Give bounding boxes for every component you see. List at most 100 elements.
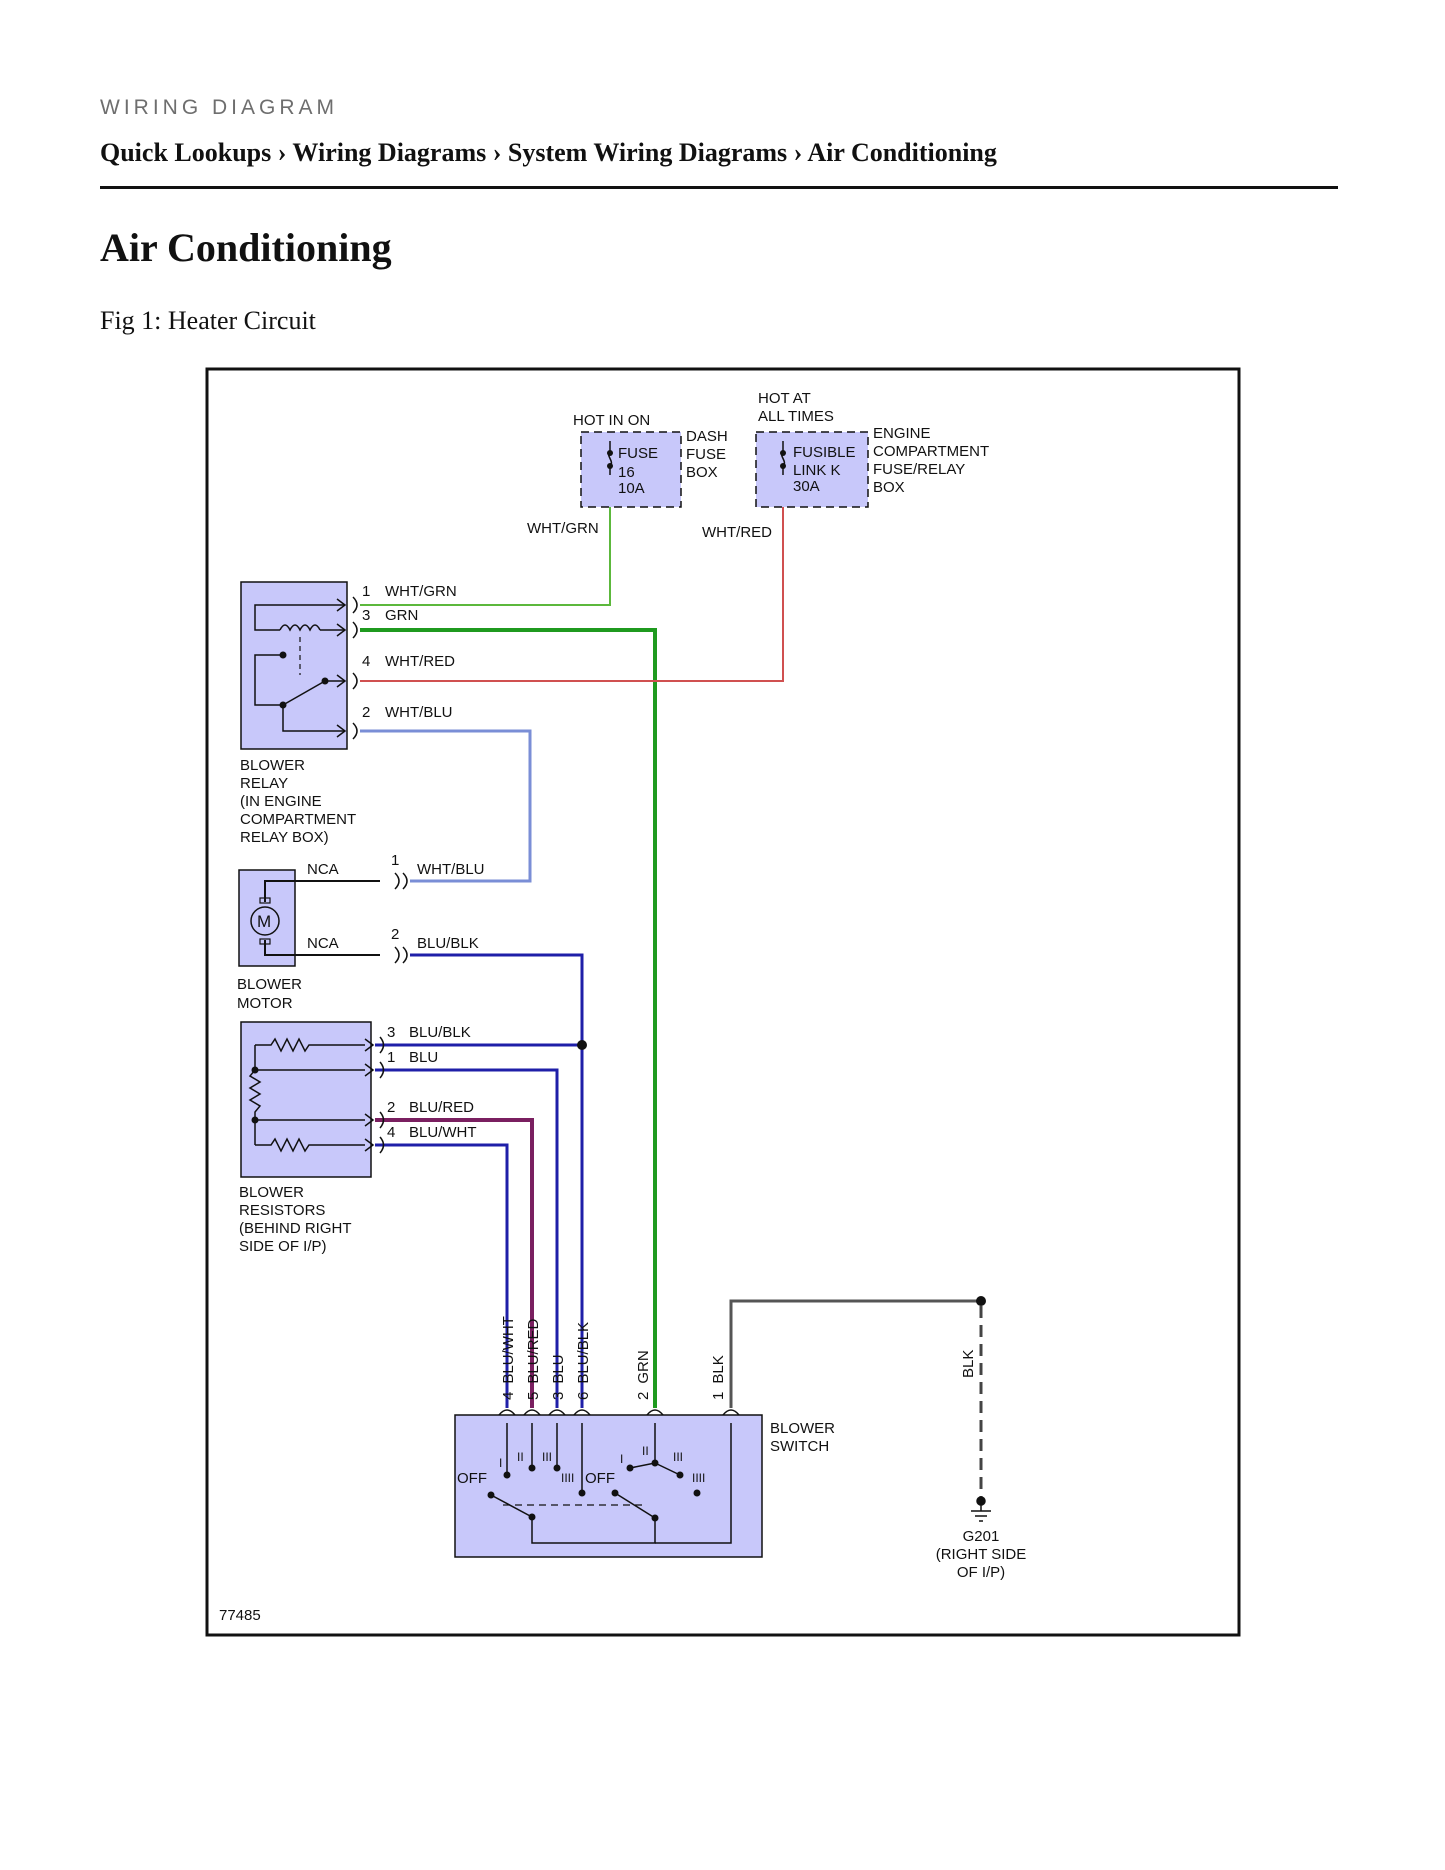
resistor-wire-label: BLU/BLK — [409, 1024, 471, 1041]
motor-brush — [259, 897, 271, 904]
wire-blk — [729, 1299, 981, 1408]
ground-wire-label: BLK — [960, 1350, 977, 1378]
engine-fuse-relay-box — [755, 431, 869, 508]
fusible-link-terminal — [780, 463, 786, 469]
hot-in-on-label: HOT IN ON — [573, 412, 650, 429]
relay-pin-label: 1 — [362, 583, 370, 600]
switch-wire-label: 4BLU/WHT — [500, 1316, 517, 1400]
relay-wire-label: WHT/RED — [385, 653, 455, 670]
ground-symbol — [971, 1496, 991, 1522]
resistor-pin-label: 3 — [387, 1024, 395, 1041]
relay-wire-label: WHT/GRN — [385, 583, 457, 600]
wire-label-wht-grn: WHT/GRN — [527, 520, 599, 537]
relay-contact — [279, 651, 287, 659]
blower-motor — [238, 869, 296, 967]
relay-pin2-lead — [282, 705, 345, 732]
blower-resistors — [240, 1021, 372, 1178]
relay-pin-label: 4 — [362, 653, 370, 670]
motor-lead — [264, 880, 380, 902]
wire-wht-grn — [360, 507, 611, 606]
switch-position-label: I — [620, 1452, 623, 1466]
resistor-wire-label: BLU — [409, 1049, 438, 1066]
switch-position-label: II — [642, 1444, 649, 1458]
motor-symbol — [250, 906, 280, 936]
resistor-network — [248, 1037, 365, 1153]
motor-lead — [264, 940, 380, 956]
wire-wht-red — [360, 507, 784, 682]
motor-wire-label: BLU/BLK — [417, 935, 479, 952]
switch-position-label: IIII — [692, 1471, 705, 1485]
splice-blk — [976, 1296, 986, 1306]
wire-wht-blu — [360, 729, 532, 883]
relay-switch-arm — [282, 680, 326, 706]
motor-nca-label: NCA — [307, 935, 339, 952]
fusible-link-terminal — [780, 450, 786, 456]
switch-wire-label: 6BLU/BLK — [575, 1322, 592, 1400]
switch-wire-label: 2GRN — [635, 1350, 652, 1400]
figure-number: 77485 — [219, 1607, 261, 1624]
relay-coil — [279, 624, 321, 632]
wire-blu — [375, 1068, 559, 1408]
header-divider — [100, 186, 1338, 189]
switch-contacts — [487, 1459, 701, 1522]
switch-position-label: IIII — [561, 1471, 574, 1485]
relay-contact-circuit — [254, 654, 283, 706]
splice-blu-blk — [577, 1040, 587, 1050]
switch-position-label: OFF — [585, 1470, 615, 1487]
relay-wire-label: GRN — [385, 607, 418, 624]
switch-wire-label: 5BLU/RED — [525, 1318, 542, 1400]
switch-position-label: II — [517, 1450, 524, 1464]
switch-position-label: I — [499, 1456, 502, 1470]
switch-wire-label: 1BLK — [710, 1355, 727, 1400]
fuse-16-terminal — [607, 450, 613, 456]
switch-internal — [490, 1423, 732, 1544]
resistor-pin-label: 4 — [387, 1124, 395, 1141]
breadcrumb[interactable]: Quick Lookups › Wiring Diagrams › System… — [100, 138, 997, 167]
resistor-wire-label: BLU/WHT — [409, 1124, 477, 1141]
resistor-node — [251, 1066, 259, 1074]
switch-wire-label: 3BLU — [550, 1354, 567, 1400]
dash-fuse-box — [580, 431, 682, 508]
page-title: Air Conditioning — [100, 225, 392, 270]
resistor-connector — [364, 1036, 385, 1154]
fuse-16-terminal — [607, 463, 613, 469]
relay-wire-label: WHT/BLU — [385, 704, 453, 721]
wire-blu-blk — [410, 953, 584, 1408]
resistor-pin-label: 2 — [387, 1099, 395, 1116]
relay-coil-circuit — [254, 604, 345, 631]
resistor-pin-label: 1 — [387, 1049, 395, 1066]
motor-wire-label: WHT/BLU — [417, 861, 485, 878]
switch-position-label: III — [673, 1450, 683, 1464]
motor-nca-label: NCA — [307, 861, 339, 878]
blower-switch — [454, 1414, 763, 1558]
wire-blu-wht — [375, 1143, 509, 1408]
motor-pin-label: 1 — [391, 852, 399, 869]
resistor-wire-label: BLU/RED — [409, 1099, 474, 1116]
wire-label-wht-red: WHT/RED — [702, 524, 772, 541]
motor-pin-label: 2 — [391, 926, 399, 943]
motor-brush — [259, 938, 271, 945]
figure-caption: Fig 1: Heater Circuit — [100, 306, 316, 335]
relay-connector — [336, 596, 358, 740]
motor-connector — [394, 872, 408, 964]
relay-pin-label: 3 — [362, 607, 370, 624]
wire-blu-red — [375, 1118, 534, 1408]
switch-position-label: OFF — [457, 1470, 487, 1487]
diagram-frame — [205, 367, 1241, 1637]
relay-pin-label: 2 — [362, 704, 370, 721]
motor-symbol-letter: M — [257, 912, 271, 931]
page-kicker: WIRING DIAGRAM — [100, 96, 338, 119]
blower-relay — [240, 581, 348, 750]
switch-position-label: III — [542, 1450, 552, 1464]
